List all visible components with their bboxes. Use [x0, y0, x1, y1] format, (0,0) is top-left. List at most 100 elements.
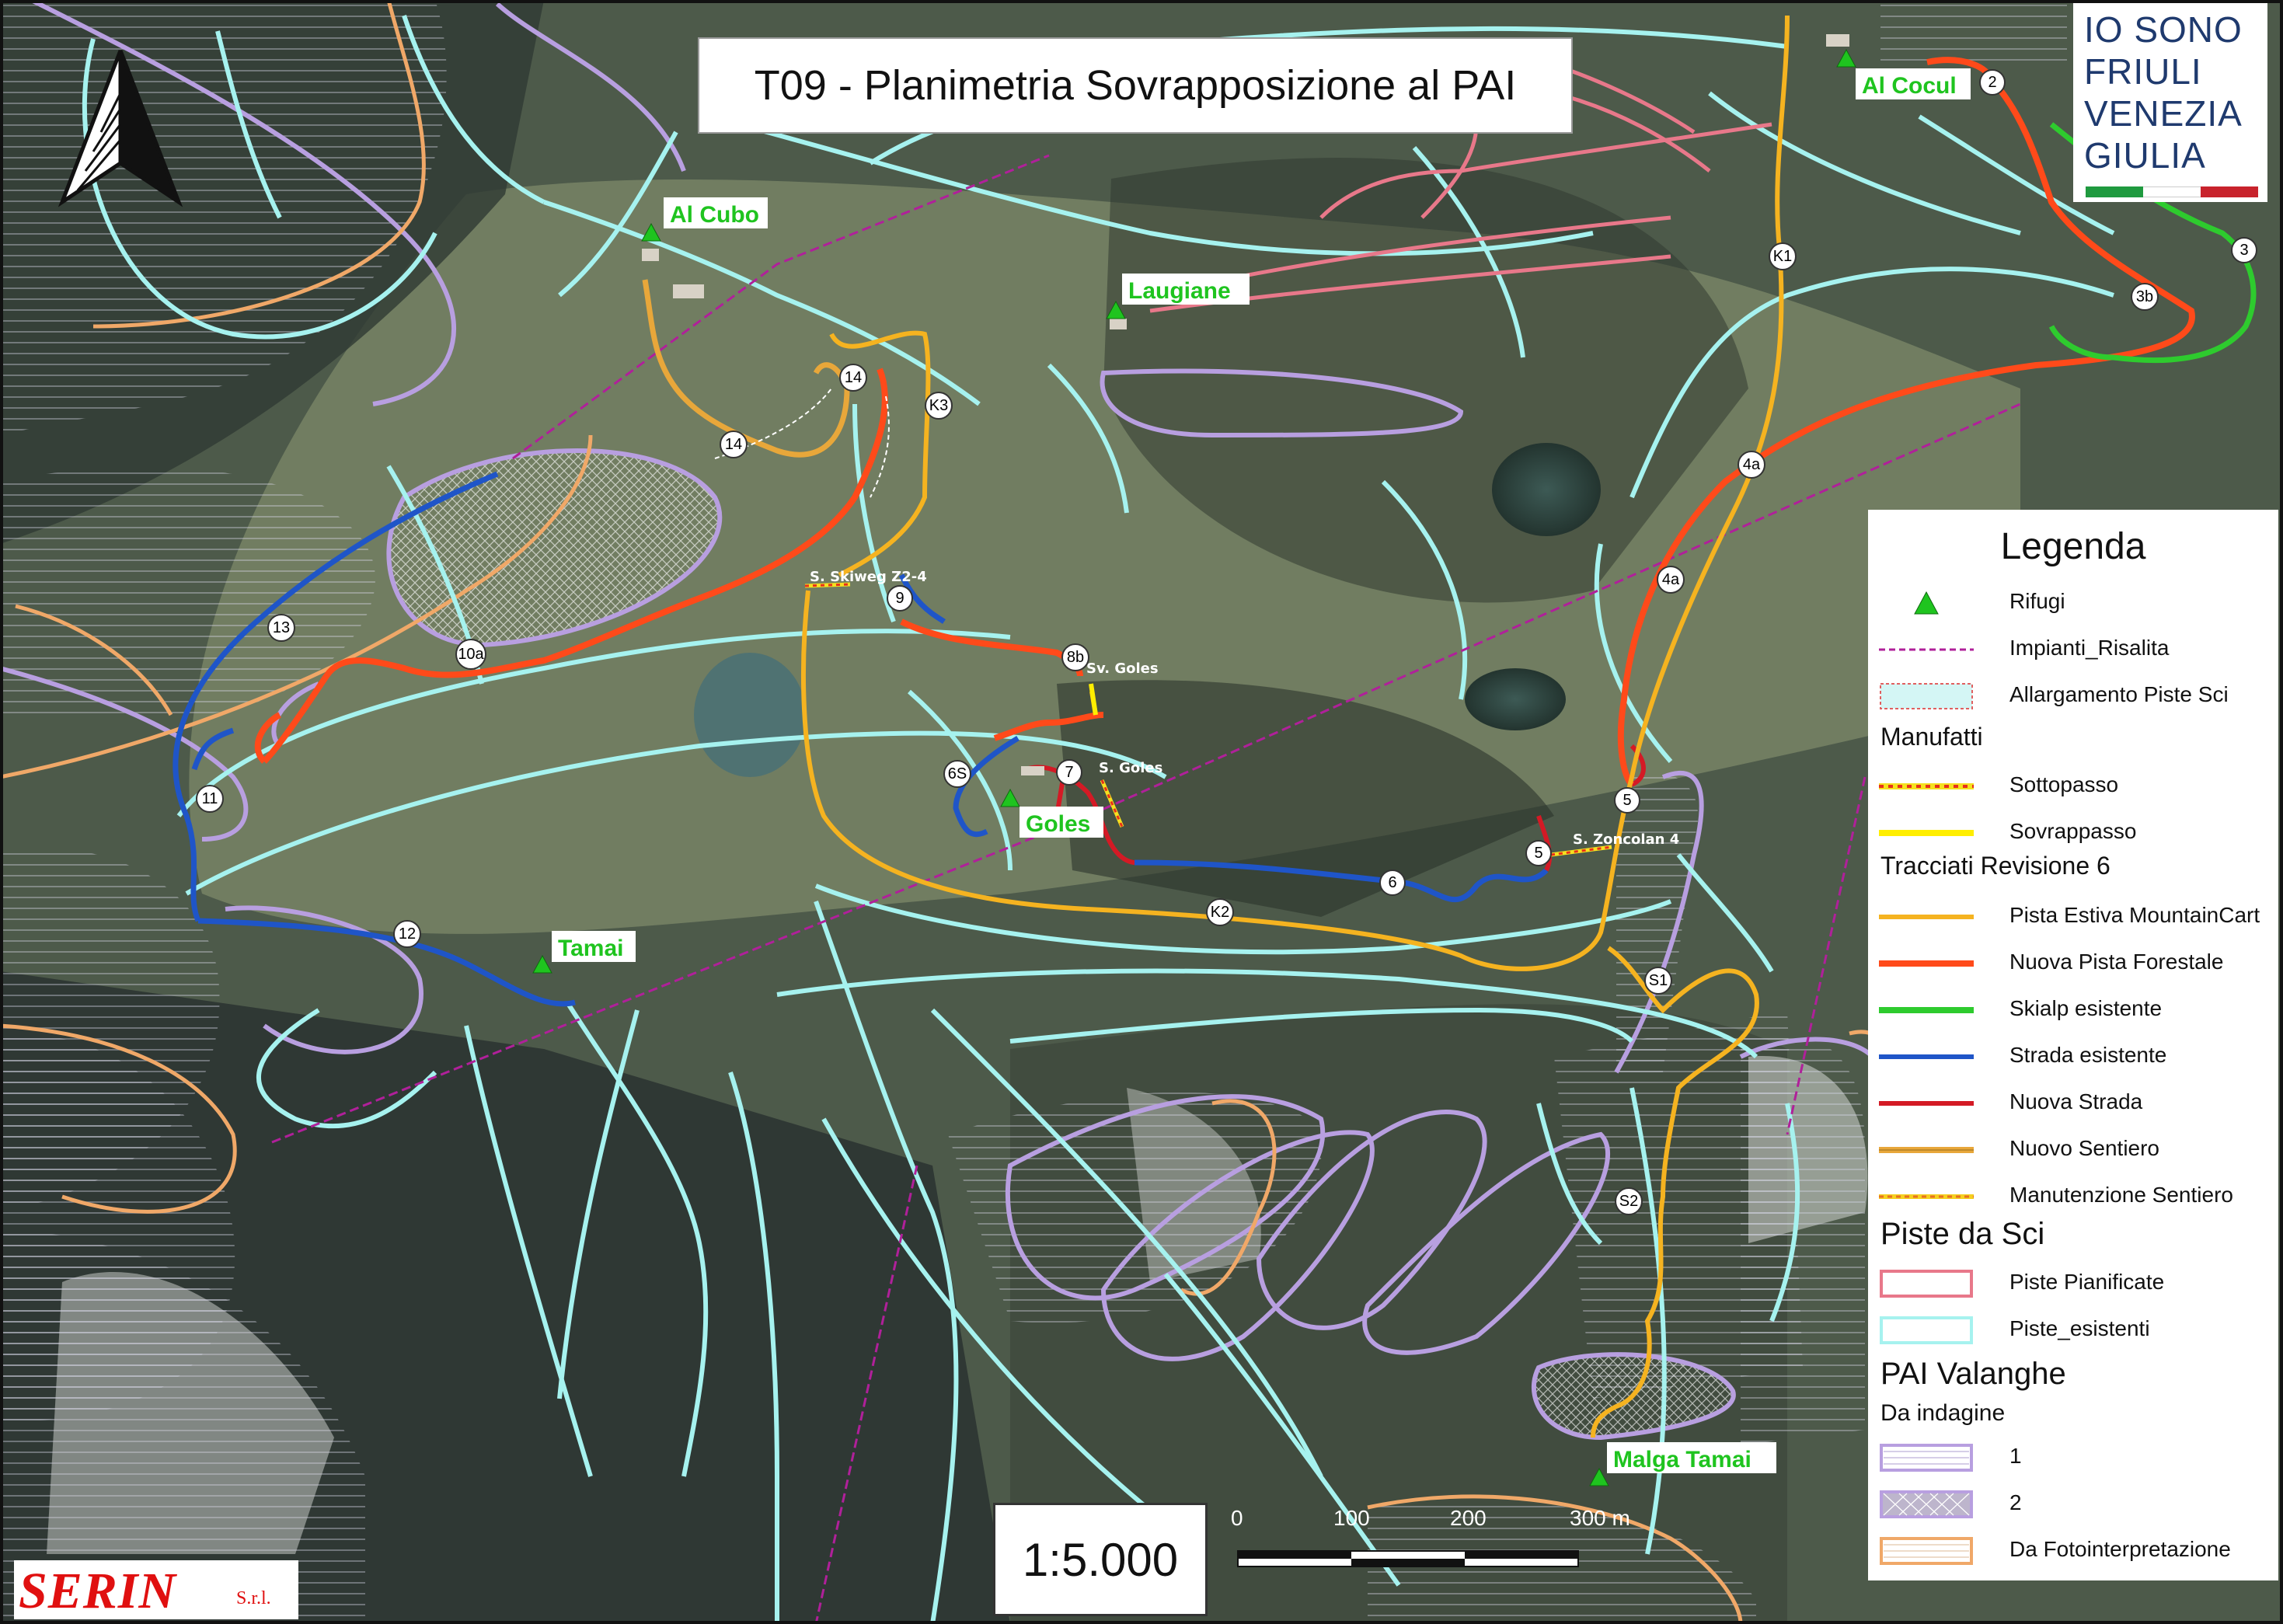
- buildings: [642, 34, 1849, 816]
- legend-row-skialp: Skialp esistente: [1868, 987, 2278, 1033]
- manufatti: [804, 582, 1612, 857]
- flag-stripe-green: [2086, 186, 2143, 197]
- svg-text:S1: S1: [1649, 972, 1668, 989]
- legend-row-forestale: Nuova Pista Forestale: [1868, 940, 2278, 987]
- logo-line: GIULIA: [2084, 135, 2206, 176]
- hatch-swatch-icon: [1880, 1490, 1973, 1518]
- hut-label: Malga Tamai: [1613, 1447, 1751, 1472]
- node-marker: 9: [887, 585, 913, 612]
- node-marker: 4a: [1738, 451, 1765, 479]
- node-marker: 5: [1614, 787, 1640, 814]
- pai-valanghe-outlines: [0, 0, 1875, 1361]
- node-marker: K2: [1206, 898, 1234, 926]
- svg-text:12: 12: [399, 925, 416, 943]
- hatch-swatch-icon: [1880, 1444, 1973, 1472]
- svg-text:5: 5: [1534, 845, 1542, 862]
- svg-text:9: 9: [895, 590, 904, 607]
- legend-row-nuova-strada: Nuova Strada: [1868, 1080, 2278, 1127]
- svg-text:K3: K3: [929, 397, 948, 414]
- svg-text:3b: 3b: [2136, 288, 2153, 305]
- svg-text:13: 13: [273, 619, 290, 636]
- legend-row-manutenzione: Manutenzione Sentiero: [1868, 1173, 2278, 1220]
- hut-label: Goles: [1026, 811, 1090, 837]
- outline-swatch-icon: [1880, 1316, 1973, 1344]
- svg-text:S2: S2: [1619, 1193, 1638, 1210]
- node-marker: 11: [196, 785, 224, 813]
- hut-label: Laugiane: [1128, 278, 1231, 304]
- logo-line: IO SONO: [2084, 9, 2243, 50]
- legend-group-tracciati: Tracciati Revisione 6: [1880, 852, 2110, 880]
- node-marker: S2: [1615, 1187, 1643, 1215]
- scale-tick: 300 m: [1570, 1506, 1630, 1530]
- rifugi-labels: Al Cubo Laugiane Al Cocul Goles Tamai Ma…: [552, 68, 1971, 1473]
- scale-tick: 200: [1450, 1506, 1487, 1530]
- legend-row-allargamento: Allargamento Piste Sci: [1868, 673, 2278, 720]
- node-marker: 3b: [2131, 283, 2159, 311]
- logo-line: VENEZIA: [2084, 93, 2243, 134]
- node-marker: 12: [393, 920, 421, 948]
- hatch-swatch-icon: [1880, 1537, 1973, 1565]
- scale-ratio: 1:5.000: [1022, 1533, 1179, 1586]
- legend-row-pai2: 2: [1868, 1481, 2278, 1528]
- line-swatch-icon: [1879, 1054, 1974, 1059]
- svg-text:14: 14: [725, 436, 742, 453]
- node-marker: 13: [267, 614, 295, 642]
- node-marker: 14: [720, 430, 748, 458]
- line-swatch-icon: [1879, 783, 1974, 789]
- line-swatch-icon: [1879, 1101, 1974, 1106]
- node-marker: 6: [1379, 870, 1406, 896]
- svg-text:3: 3: [2239, 242, 2248, 259]
- legend-title: Legenda: [2000, 526, 2146, 567]
- region-logo: IO SONO FRIULI VENEZIA GIULIA: [2073, 3, 2267, 202]
- svg-text:14: 14: [845, 369, 862, 386]
- dashed-line-icon: [1879, 648, 1974, 651]
- company-name: SERIN: [19, 1563, 177, 1619]
- node-marker: S1: [1644, 967, 1672, 995]
- scale-tick: 0: [1231, 1506, 1243, 1530]
- nuova-pista-forestale: [254, 57, 2195, 787]
- node-marker: 8b: [1061, 643, 1089, 671]
- italian-flag-strip: [2086, 186, 2258, 197]
- legend-row-nuovo-sentiero: Nuovo Sentiero: [1868, 1127, 2278, 1173]
- scale-bar-graphic: [1237, 1550, 1579, 1567]
- node-marker: 7: [1056, 759, 1082, 786]
- feature-label: Sv. Goles: [1086, 660, 1159, 677]
- svg-text:7: 7: [1065, 764, 1073, 781]
- node-marker: K3: [925, 392, 953, 420]
- svg-text:8b: 8b: [1067, 649, 1084, 666]
- outline-swatch-icon: [1880, 1270, 1973, 1298]
- legend-group-manufatti: Manufatti: [1880, 723, 1983, 751]
- scale-tick: 100: [1333, 1506, 1370, 1530]
- hut-label: Tamai: [558, 936, 623, 961]
- svg-text:11: 11: [202, 790, 218, 807]
- map-title-box: T09 - Planimetria Sovrapposizione al PAI: [698, 37, 1573, 134]
- legend-row-sovrappasso: Sovrappasso: [1868, 810, 2278, 856]
- line-swatch-icon: [1879, 1194, 1974, 1199]
- flag-stripe-red: [2201, 186, 2258, 197]
- svg-text:6S: 6S: [948, 765, 967, 782]
- node-marker: 14: [839, 364, 867, 392]
- feature-label: S. Skiweg Z2-4: [810, 569, 927, 585]
- legend-row-esistenti: Piste_esistenti: [1868, 1307, 2278, 1354]
- legend-group-pai: PAI Valanghe: [1880, 1357, 2066, 1391]
- legend-row-rifugi: Rifugi: [1868, 580, 2278, 626]
- legend-row-mountaincart: Pista Estiva MountainCart: [1868, 894, 2278, 940]
- legend-group-piste: Piste da Sci: [1880, 1217, 2045, 1251]
- legend-row-pai1: 1: [1868, 1434, 2278, 1481]
- hut-label: Al Cubo: [670, 202, 759, 228]
- legend-panel: Legenda Rifugi Impianti_Risalita Allarga…: [1868, 510, 2278, 1580]
- legend-row-pianificate: Piste Pianificate: [1868, 1260, 2278, 1307]
- svg-text:K1: K1: [1773, 248, 1792, 265]
- node-marker: 10a: [455, 639, 486, 670]
- node-marker: 4a: [1657, 566, 1685, 594]
- svg-text:4a: 4a: [1662, 571, 1680, 588]
- hut-label: Al Cocul: [1862, 73, 1957, 99]
- node-marker: 3: [2231, 237, 2257, 263]
- node-marker: 5: [1525, 840, 1552, 866]
- route-node-markers: 2 3 3b 4a 4a 5 5 6 6S 7 8b 9 10a 11 12 1…: [196, 69, 2257, 1215]
- node-marker: K1: [1769, 242, 1797, 270]
- svg-text:10a: 10a: [458, 646, 484, 663]
- feature-label: S. Zoncolan 4: [1573, 831, 1679, 848]
- north-arrow-icon: [58, 50, 183, 207]
- strada-esistente: [173, 471, 1549, 1007]
